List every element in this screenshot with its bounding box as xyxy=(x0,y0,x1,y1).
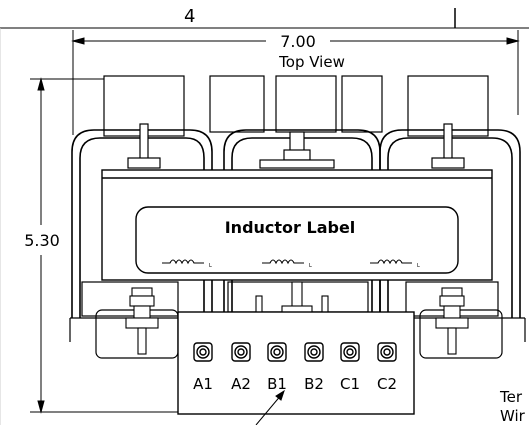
terminal-label-c2: C2 xyxy=(377,375,397,393)
inductor-label-plate xyxy=(135,206,459,274)
inductor-label-text: Inductor Label xyxy=(225,218,356,237)
terminal-label-a1: A1 xyxy=(193,375,213,393)
width-dimension-value: 7.00 xyxy=(280,32,316,51)
coil-symbols xyxy=(162,259,412,265)
width-dimension xyxy=(71,30,520,135)
sheet-zone-number: 4 xyxy=(184,6,195,27)
coil-bobbins xyxy=(103,75,489,137)
coil-mark-c: L xyxy=(417,263,420,269)
terminal-screw-c2-icon xyxy=(377,342,397,362)
top-clamp-bolts xyxy=(127,123,465,169)
height-dimension xyxy=(30,77,180,414)
height-dimension-value: 5.30 xyxy=(24,231,60,250)
terminal-screw-a1-icon xyxy=(193,342,213,362)
terminal-screw-b2-icon xyxy=(304,342,324,362)
side-note-line2: Wir xyxy=(500,407,526,425)
sheet-frame xyxy=(0,8,529,425)
coil-mark-a: L xyxy=(209,263,212,269)
terminal-label-b1: B1 xyxy=(267,375,287,393)
terminal-block xyxy=(177,311,415,415)
terminal-label-b2: B2 xyxy=(304,375,324,393)
terminal-screws xyxy=(193,342,397,362)
terminal-screw-a2-icon xyxy=(231,342,251,362)
terminal-screw-c1-icon xyxy=(340,342,360,362)
leader-arrow xyxy=(255,389,285,425)
lower-studs xyxy=(125,281,469,355)
coil-mark-b: L xyxy=(309,263,312,269)
terminal-screw-b1-icon xyxy=(267,342,287,362)
side-note-line1: Ter xyxy=(499,388,523,406)
view-label: Top View xyxy=(278,53,345,71)
terminal-label-a2: A2 xyxy=(231,375,251,393)
terminal-label-c1: C1 xyxy=(340,375,360,393)
